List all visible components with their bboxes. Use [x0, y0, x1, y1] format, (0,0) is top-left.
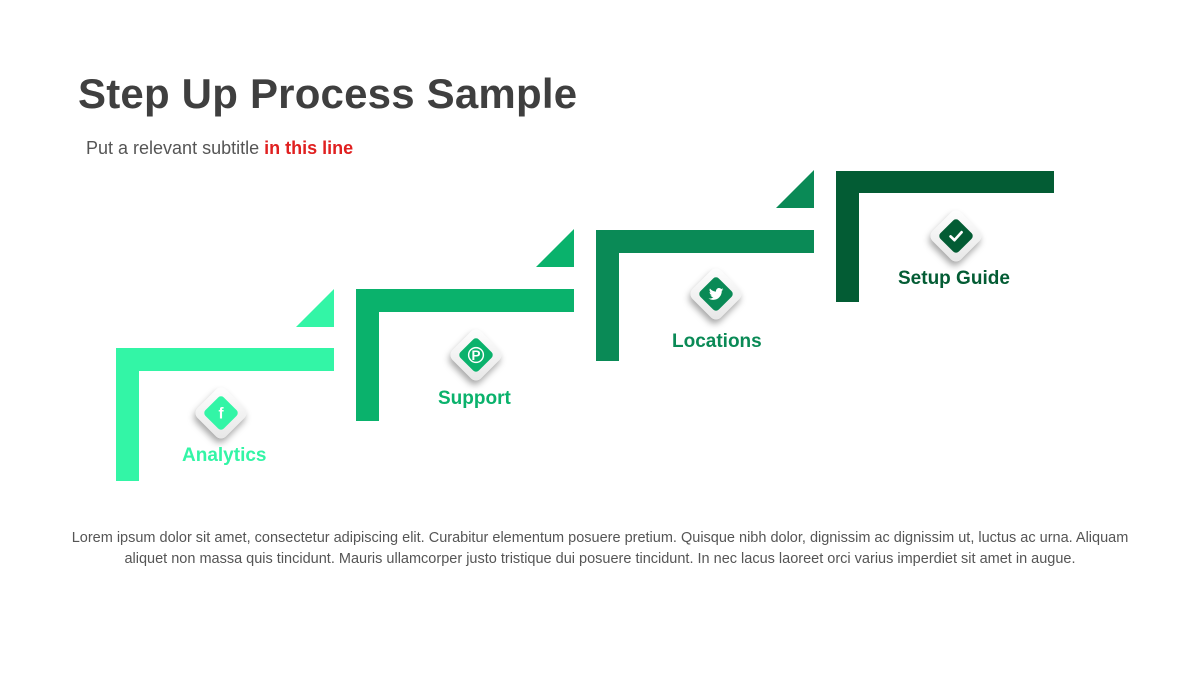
step-bar-horizontal [116, 348, 334, 371]
step-bar-vertical [116, 348, 139, 481]
step-bar-vertical [596, 230, 619, 361]
svg-text:f: f [218, 405, 224, 422]
pinterest-icon: P [467, 346, 485, 364]
step-bar-horizontal [836, 171, 1054, 193]
step-bar-vertical [356, 289, 379, 421]
step-badge [927, 207, 985, 265]
facebook-icon: f [218, 405, 224, 422]
step-label: Locations [672, 331, 762, 352]
step-bar-vertical [836, 171, 859, 302]
step-bar-horizontal [596, 230, 814, 253]
step-label: Support [438, 388, 511, 409]
subtitle-highlight: in this line [264, 138, 354, 158]
twitter-icon [708, 288, 724, 300]
step-label: Analytics [182, 445, 267, 466]
slide-subtitle: Put a relevant subtitle in this line [86, 136, 353, 160]
slide-title: Step Up Process Sample [78, 70, 578, 117]
subtitle-text: Put a relevant subtitle [86, 138, 265, 158]
step-badge: f [192, 384, 250, 442]
step-badge [687, 265, 745, 323]
body-paragraph: Lorem ipsum dolor sit amet, consectetur … [71, 530, 1129, 567]
step-badge: P [447, 326, 505, 384]
checkmark-icon [949, 230, 963, 242]
svg-text:P: P [471, 348, 480, 363]
step-corner-triangle [776, 170, 814, 208]
step-corner-triangle [536, 229, 574, 267]
step-corner-triangle [296, 289, 334, 327]
step-bar-horizontal [356, 289, 574, 312]
step-label: Setup Guide [898, 268, 1010, 289]
